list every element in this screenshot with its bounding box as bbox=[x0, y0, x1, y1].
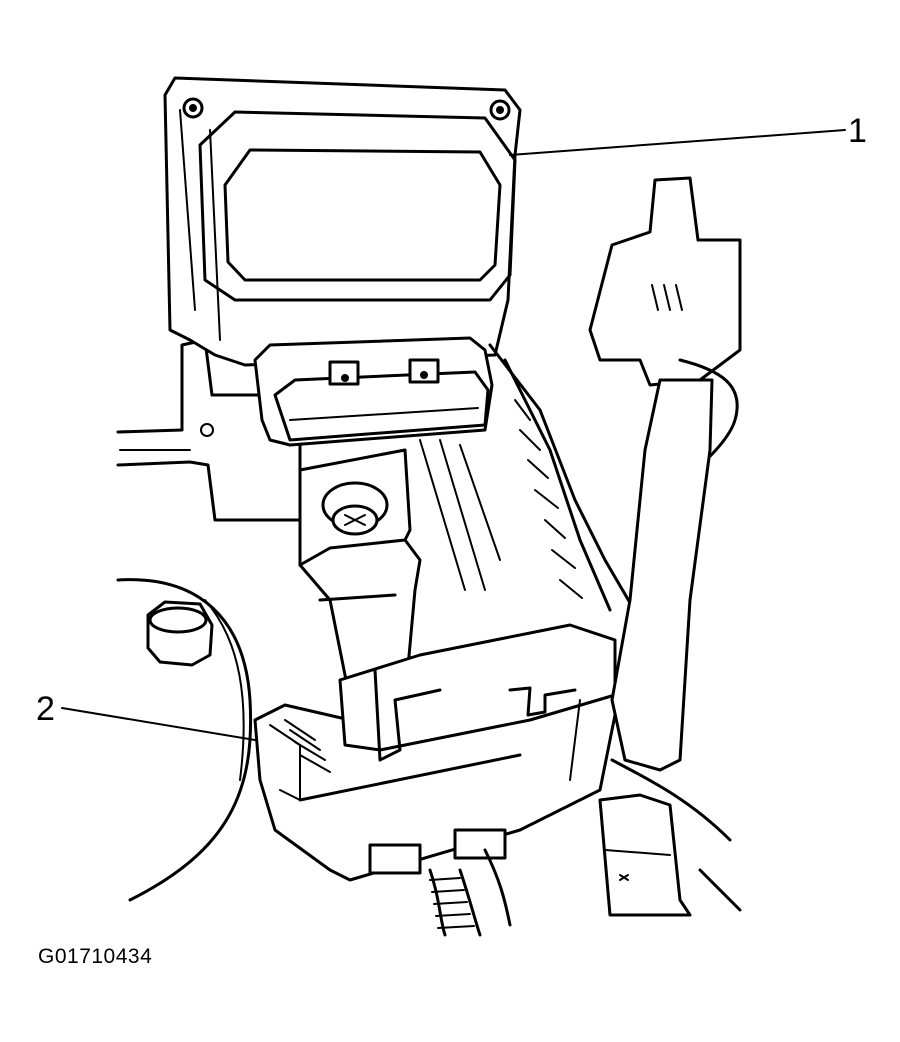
housing-outline bbox=[116, 578, 253, 902]
figure-id: G01710434 bbox=[38, 945, 153, 968]
callout-2-leader bbox=[61, 707, 256, 741]
lower-module bbox=[253, 623, 622, 882]
callout-1-label: 1 bbox=[848, 112, 867, 150]
right-column bbox=[588, 176, 742, 917]
callout-leaders bbox=[61, 129, 846, 741]
module-connector bbox=[253, 336, 494, 447]
mounting-nut bbox=[298, 448, 412, 567]
wiring-harness bbox=[428, 848, 512, 937]
callout-2-label: 2 bbox=[36, 690, 55, 728]
bolt-head bbox=[146, 600, 214, 667]
control-module-housing bbox=[163, 76, 522, 367]
column-shaft bbox=[298, 538, 422, 702]
callout-1-leader bbox=[509, 129, 846, 156]
